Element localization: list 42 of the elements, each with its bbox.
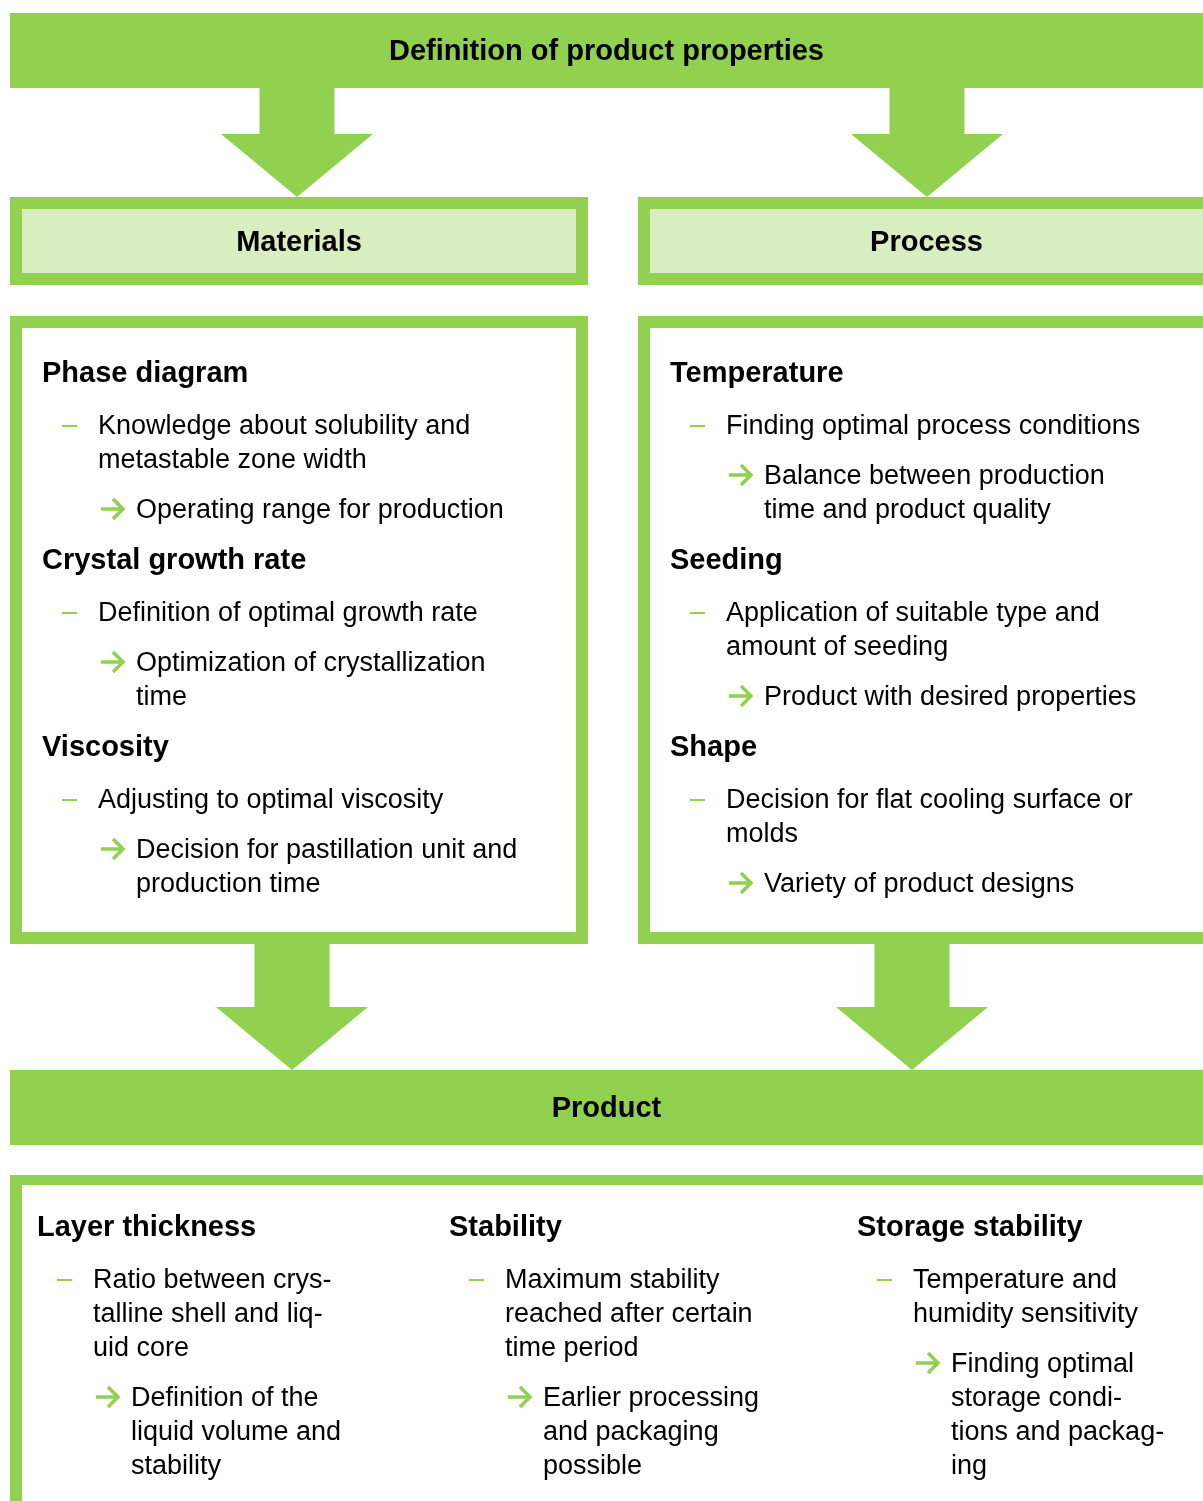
header-band [10, 13, 1203, 88]
bullet-text: Adjusting to optimal viscosity [98, 783, 445, 816]
bullet-text: Knowledge about solubility and metastable zone width [98, 409, 472, 476]
details-panel [10, 316, 588, 944]
result-text: Balance between production time and product quality [764, 459, 1106, 526]
result-text: Earlier processing and packaging possible [543, 1381, 761, 1482]
block-arrow [851, 88, 1003, 197]
result-text: Product with desired properties [764, 680, 1138, 713]
block-arrow [836, 944, 988, 1070]
category-title: Materials [236, 224, 362, 258]
section-heading: Storage stability [857, 1209, 1084, 1243]
bullet-text: Maximum stability reached after certain time period [505, 1263, 754, 1364]
section-heading: Phase diagram [42, 355, 250, 389]
result-text: Variety of product designs [764, 867, 1076, 900]
section-heading: Seeding [670, 542, 784, 576]
details-panel [10, 1175, 1203, 1501]
category-title: Process [870, 224, 983, 258]
bullet-text: Decision for flat cooling surface or molds [726, 783, 1134, 850]
section-heading: Viscosity [42, 729, 170, 763]
band-title: Definition of product properties [389, 34, 824, 67]
result-text: Optimization of crystallization time [136, 646, 487, 713]
category-box [10, 197, 588, 285]
result-text: Decision for pastillation unit and production time [136, 833, 519, 900]
section-heading: Layer thickness [37, 1209, 258, 1243]
section-heading: Temperature [670, 355, 845, 389]
block-arrow [216, 944, 368, 1070]
result-text: Finding optimal storage condi- tions and packag- ing [951, 1347, 1166, 1482]
result-text: Operating range for production [136, 493, 505, 526]
band-title: Product [551, 1091, 662, 1124]
section-heading: Crystal growth rate [42, 542, 308, 576]
bullet-text: Finding optimal process conditions [726, 409, 1142, 442]
result-band [10, 1070, 1203, 1145]
category-box [638, 197, 1203, 285]
result-text: Definition of the liquid volume and stability [131, 1381, 343, 1482]
section-heading: Stability [449, 1209, 563, 1243]
section-heading: Shape [670, 729, 759, 763]
bullet-text: Ratio between crys- talline shell and liq- uid core [93, 1263, 333, 1364]
bullet-text: Application of suitable type and amount of seeding [726, 596, 1101, 663]
block-arrow [221, 88, 373, 197]
details-panel [638, 316, 1203, 944]
bullet-text: Temperature and humidity sensitivity [913, 1263, 1140, 1330]
bullet-text: Definition of optimal growth rate [98, 596, 479, 629]
